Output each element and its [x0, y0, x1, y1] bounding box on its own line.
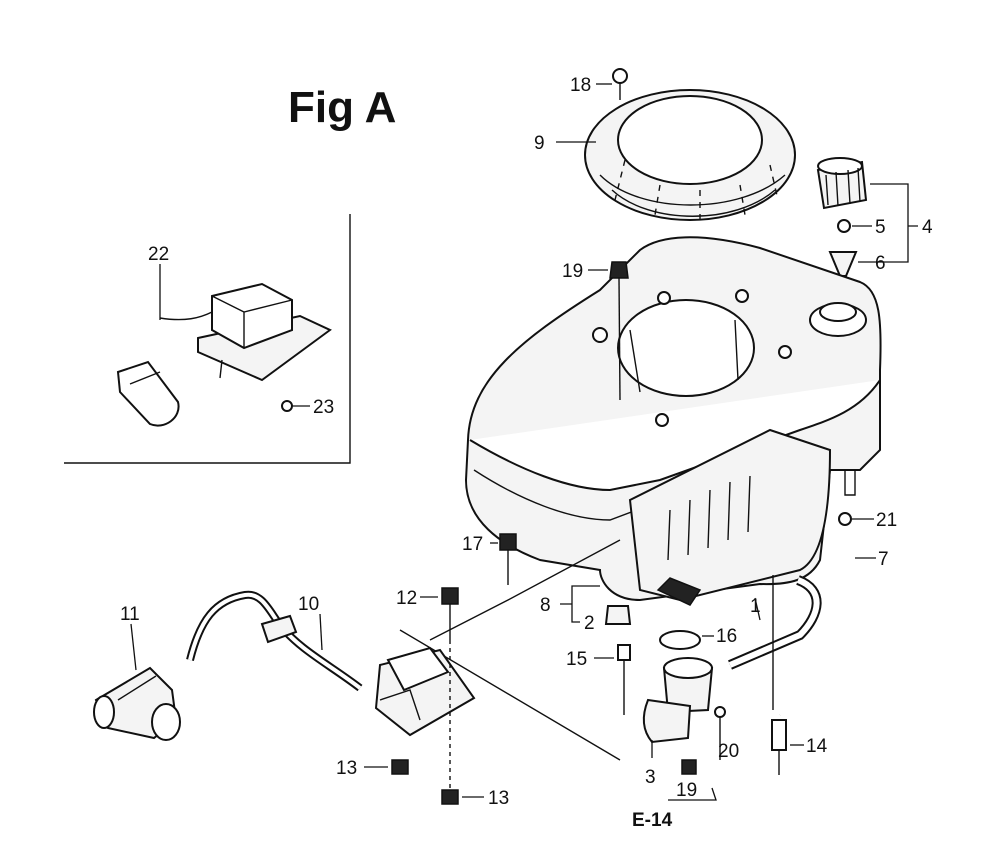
leader-10 — [319, 613, 323, 651]
callout-15: 15 — [566, 649, 587, 670]
recoil-starter — [584, 89, 796, 221]
callout-13-right: 13 — [488, 788, 509, 809]
leader-4-5-6 — [852, 183, 918, 263]
nut-23-icon — [281, 400, 293, 412]
callout-22: 22 — [148, 244, 169, 265]
bolt-12-icon — [441, 587, 459, 790]
callout-3: 3 — [645, 767, 656, 788]
inset-frame — [64, 214, 351, 464]
callout-14: 14 — [806, 736, 828, 757]
callout-23: 23 — [313, 397, 334, 418]
leader-19-lower — [668, 787, 717, 801]
ignition-coil-10 — [186, 590, 476, 737]
ignition-coil-inset — [94, 282, 332, 427]
callout-18: 18 — [570, 75, 591, 96]
gasket-5-icon — [837, 219, 851, 233]
callout-4: 4 — [922, 217, 933, 238]
figure-title: Fig A — [288, 83, 396, 132]
fuel-joint-14-icon — [771, 719, 787, 775]
callout-21: 21 — [876, 510, 897, 531]
spark-plug-cap-11 — [93, 666, 181, 741]
callout-12: 12 — [396, 588, 417, 609]
valve-2-icon — [604, 605, 632, 625]
callout-7: 7 — [878, 549, 889, 570]
bolt-19-upper-icon — [609, 261, 629, 401]
callout-16: 16 — [716, 626, 737, 647]
leader-8 — [560, 585, 600, 623]
clip-20-icon — [714, 706, 726, 718]
callout-19-lower: 19 — [676, 780, 697, 801]
bolt-19-lower-icon — [681, 759, 697, 775]
leader-1 — [754, 597, 761, 621]
fuel-strainer-3 — [642, 657, 714, 744]
callout-10: 10 — [298, 594, 319, 615]
callout-6: 6 — [875, 253, 886, 274]
clip-21-icon — [838, 512, 852, 526]
callout-2: 2 — [584, 613, 595, 634]
leader-11 — [130, 623, 137, 671]
callout-8: 8 — [540, 595, 551, 616]
reference-code: E-14 — [632, 810, 673, 831]
callout-9: 9 — [534, 133, 545, 154]
callout-1: 1 — [750, 596, 761, 617]
o-ring-16-icon — [659, 630, 701, 650]
callout-5: 5 — [875, 217, 886, 238]
callout-20: 20 — [718, 741, 739, 762]
callout-13-left: 13 — [336, 758, 357, 779]
fuel-tank-shroud — [464, 236, 882, 606]
nut-13-right-icon — [441, 789, 459, 805]
callout-19-upper: 19 — [562, 261, 583, 282]
callout-11: 11 — [120, 604, 140, 625]
bolt-17-icon — [499, 533, 517, 585]
screw-15-icon — [617, 644, 631, 715]
fuel-cap-4 — [816, 157, 868, 210]
callout-17: 17 — [462, 534, 483, 555]
bolt-18-icon — [612, 68, 628, 100]
nut-13-left-icon — [391, 759, 409, 775]
filter-6-icon — [828, 251, 858, 277]
